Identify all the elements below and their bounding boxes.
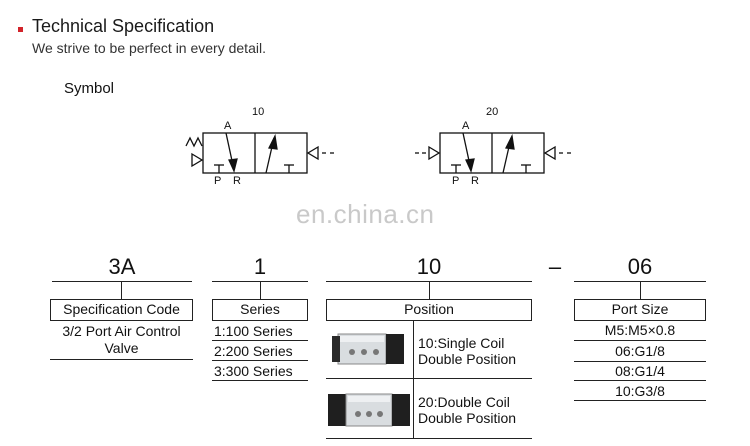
symbol-10-port-r: R xyxy=(233,175,241,187)
connector-position xyxy=(429,281,430,299)
port-divider xyxy=(574,361,706,362)
page-title: Technical Specification xyxy=(32,16,215,36)
spec-bottom-line xyxy=(50,359,193,360)
port-divider xyxy=(574,380,706,381)
symbol-10-number: 10 xyxy=(252,106,264,118)
symbol-20 xyxy=(415,132,571,174)
port-size-item: 06:G1/8 xyxy=(615,343,665,359)
symbol-10 xyxy=(185,132,334,174)
double-coil-valve-image xyxy=(328,393,410,427)
port-size-header: Port Size xyxy=(574,299,706,321)
symbol-20-port-r: R xyxy=(471,175,479,187)
position-item-line2: Double Position xyxy=(418,410,517,426)
position-inner-divider xyxy=(413,321,414,439)
series-item: 2:200 Series xyxy=(214,343,293,359)
position-header: Position xyxy=(326,299,532,321)
symbol-10-port-a: A xyxy=(224,120,232,132)
port-size-item: 08:G1/4 xyxy=(615,363,665,379)
code-part-position: 10 xyxy=(416,254,442,279)
series-header: Series xyxy=(212,299,308,321)
spec-header: Specification Code xyxy=(50,299,193,321)
series-divider xyxy=(212,340,308,341)
symbol-20-port-a: A xyxy=(462,120,470,132)
symbol-10-port-p: P xyxy=(214,175,221,187)
position-bottom-line xyxy=(326,438,532,439)
position-item-line2: Double Position xyxy=(418,351,517,367)
connector-series xyxy=(260,281,261,299)
watermark: en.china.cn xyxy=(296,199,435,229)
spec-value-line1: 3/2 Port Air Control xyxy=(62,323,181,339)
single-coil-valve-image xyxy=(332,333,404,365)
position-item-line1: 20:Double Coil xyxy=(418,394,510,410)
code-dash: – xyxy=(548,254,562,279)
series-item: 1:100 Series xyxy=(214,323,293,339)
code-part-series: 1 xyxy=(253,254,267,279)
header-bullet xyxy=(18,27,23,32)
connector-spec xyxy=(121,281,122,299)
symbol-20-port-p: P xyxy=(452,175,459,187)
connector-port xyxy=(640,281,641,299)
page-subtitle: We strive to be perfect in every detail. xyxy=(32,40,266,56)
code-underline-spec xyxy=(52,281,192,282)
spring-icon xyxy=(185,136,203,148)
series-item: 3:300 Series xyxy=(214,363,293,379)
spec-value-line2: Valve xyxy=(104,340,139,356)
symbol-label: Symbol xyxy=(64,80,115,97)
position-divider xyxy=(326,378,532,379)
code-part-port: 06 xyxy=(627,254,653,279)
port-size-item: 10:G3/8 xyxy=(615,383,665,399)
port-divider xyxy=(574,340,706,341)
series-divider xyxy=(212,380,308,381)
symbol-20-number: 20 xyxy=(486,106,498,118)
port-divider xyxy=(574,400,706,401)
position-item-line1: 10:Single Coil xyxy=(418,335,505,351)
port-size-item: M5:M5×0.8 xyxy=(604,322,676,338)
code-part-spec: 3A xyxy=(108,254,136,279)
series-divider xyxy=(212,360,308,361)
